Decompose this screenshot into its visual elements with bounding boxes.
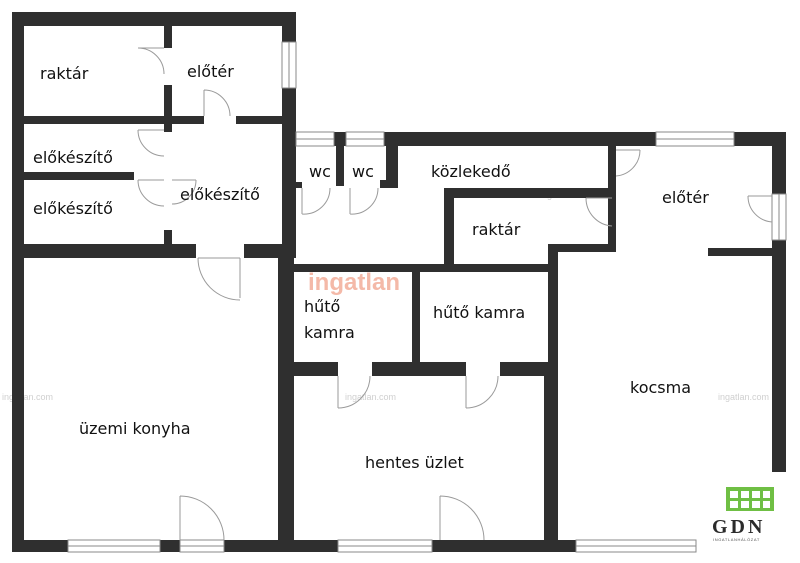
wall: [24, 172, 134, 180]
room-label-elokeszito-1: előkészítő: [33, 148, 113, 167]
room-label-kocsma: kocsma: [630, 378, 691, 397]
wall: [772, 240, 786, 472]
room-label-kozlekedo: közlekedő: [431, 162, 511, 181]
watermark-brand: ingatlan: [308, 269, 400, 296]
wall: [412, 272, 420, 362]
wall: [294, 182, 302, 188]
door: [585, 197, 613, 227]
watermark-brand-main: ingatlan: [308, 269, 400, 296]
wall: [772, 132, 786, 194]
wall: [708, 248, 772, 256]
wall: [164, 124, 172, 132]
doors: [137, 47, 773, 541]
room-label-uzemi-konyha: üzemi konyha: [79, 419, 191, 438]
wall: [164, 26, 172, 48]
wall: [236, 116, 284, 124]
room-label-huto-kamra-1-line2: kamra: [304, 323, 355, 342]
room-label-wc-1: wc: [309, 162, 331, 181]
wall: [12, 12, 24, 552]
room-label-eloter-top: előtér: [187, 62, 234, 81]
room-labels: raktár előtér előkészítő előkészítő elők…: [33, 62, 709, 472]
room-label-elokeszito-2: előkészítő: [33, 199, 113, 218]
room-label-huto-kamra-1-line1: hűtő: [304, 297, 340, 316]
room-label-huto-kamra-2: hűtő kamra: [433, 303, 525, 322]
door: [615, 149, 641, 177]
wall: [336, 146, 344, 186]
door: [301, 187, 331, 215]
wall: [164, 85, 172, 125]
room-label-eloter-right: előtér: [662, 188, 709, 207]
door: [137, 47, 165, 75]
wall: [12, 540, 68, 552]
door: [337, 375, 371, 409]
gdn-logo-icon: [726, 487, 774, 511]
wall: [24, 116, 204, 124]
wall: [386, 146, 398, 188]
wall: [282, 88, 296, 258]
wall: [608, 146, 616, 252]
wall: [294, 362, 338, 376]
wall: [24, 244, 196, 258]
door: [439, 495, 485, 541]
room-label-wc-2: wc: [352, 162, 374, 181]
watermark-small-right: ingatlan.com: [718, 392, 769, 402]
wall: [386, 132, 656, 146]
wall: [380, 180, 398, 188]
door: [171, 179, 197, 205]
wall: [160, 540, 180, 552]
wall: [548, 244, 558, 362]
door: [179, 495, 225, 541]
wall: [500, 362, 558, 376]
wall: [544, 362, 558, 552]
wall: [164, 230, 172, 252]
room-label-raktar-top: raktár: [40, 64, 89, 83]
watermark-small-left: ingatlan.com: [2, 392, 53, 402]
gdn-logo: GDN INGATLANHÁLÓZAT: [712, 487, 774, 542]
wall: [548, 244, 614, 252]
window-mullions: [68, 42, 780, 547]
wall: [432, 540, 576, 552]
door: [137, 129, 165, 157]
door: [137, 179, 165, 207]
wall: [372, 362, 466, 376]
door: [197, 257, 241, 301]
room-label-raktar-mid: raktár: [472, 220, 521, 239]
room-label-elokeszito-3: előkészítő: [180, 185, 260, 204]
door: [203, 89, 231, 117]
wall: [444, 188, 612, 198]
wall: [12, 12, 296, 26]
door: [747, 195, 773, 223]
door: [465, 375, 499, 409]
windows: [67, 41, 787, 553]
wall: [278, 258, 294, 552]
door: [349, 187, 379, 215]
wall: [282, 12, 296, 42]
wall: [244, 244, 296, 258]
wall: [444, 198, 454, 268]
room-label-hentes-uzlet: hentes üzlet: [365, 453, 464, 472]
gdn-logo-subtitle: INGATLANHÁLÓZAT: [713, 537, 760, 542]
watermark-small-center: ingatlan.com: [345, 392, 396, 402]
wall: [294, 264, 554, 272]
gdn-logo-text: GDN: [712, 516, 765, 538]
